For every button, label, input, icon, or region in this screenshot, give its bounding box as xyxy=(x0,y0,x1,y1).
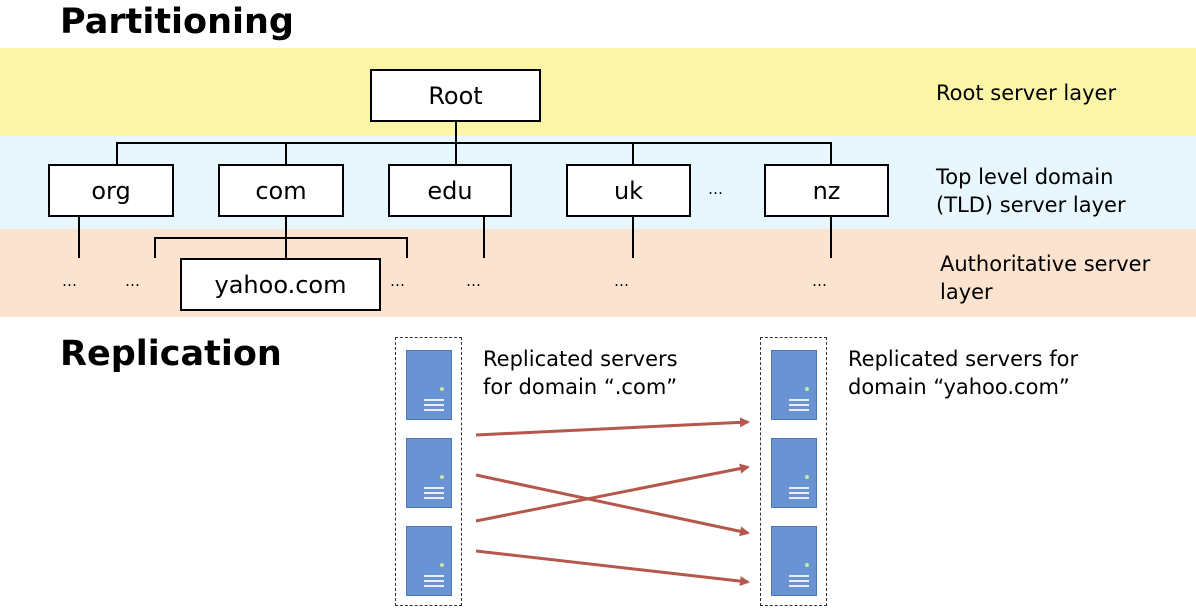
tld-node-edu: edu xyxy=(388,164,512,217)
com-replica-label-line1: Replicated servers xyxy=(483,347,678,371)
partitioning-title: Partitioning xyxy=(60,2,294,42)
replication-arrow xyxy=(475,473,750,537)
tld-node-com: com xyxy=(218,164,344,217)
auth-ellipsis: … xyxy=(466,272,482,290)
nz-child-line xyxy=(830,216,832,258)
tld-node-nz: nz xyxy=(764,164,889,217)
auth-ellipsis: … xyxy=(812,272,828,290)
root-layer-band xyxy=(0,48,1196,136)
tld-bus xyxy=(116,142,830,144)
org-child-line xyxy=(78,216,80,258)
uk-drop xyxy=(632,142,634,164)
nz-drop xyxy=(830,142,832,164)
tld-layer-label-line2: (TLD) server layer xyxy=(936,193,1126,217)
edu-drop xyxy=(455,142,457,164)
yahoo-server-icon xyxy=(771,350,817,420)
auth-ellipsis: … xyxy=(125,272,141,290)
yahoo-replica-label-line2: domain “yahoo.com” xyxy=(848,375,1070,399)
auth-layer-label-line2: layer xyxy=(940,280,993,304)
com-drop xyxy=(285,142,287,164)
uk-child-line xyxy=(632,216,634,258)
replication-arrow xyxy=(475,417,750,437)
com-server-icon xyxy=(406,438,452,508)
tld-node-uk: uk xyxy=(566,164,691,217)
authoritative-node-yahoo: yahoo.com xyxy=(180,258,381,311)
root-layer-label: Root server layer xyxy=(936,81,1117,105)
tld-layer-label-line1: Top level domain xyxy=(936,165,1114,189)
auth-ellipsis: … xyxy=(614,272,630,290)
root-node: Root xyxy=(370,69,541,122)
com-right-child xyxy=(406,237,408,258)
org-drop xyxy=(116,142,118,164)
com-replica-group xyxy=(395,337,462,606)
yahoo-replica-label-line1: Replicated servers for xyxy=(848,347,1079,371)
yahoo-replica-group xyxy=(760,337,827,606)
tld-node-org: org xyxy=(48,164,174,217)
replication-arrow xyxy=(475,463,750,523)
com-left-child xyxy=(154,237,156,258)
tld-gap-ellipsis: … xyxy=(708,180,724,198)
com-server-icon xyxy=(406,526,452,596)
root-stem xyxy=(455,121,457,143)
edu-child-line xyxy=(483,216,485,258)
yahoo-server-icon xyxy=(771,438,817,508)
com-server-icon xyxy=(406,350,452,420)
com-children-bus xyxy=(154,237,408,239)
auth-layer-label-line1: Authoritative server xyxy=(940,252,1151,276)
yahoo-server-icon xyxy=(771,526,817,596)
replication-title: Replication xyxy=(60,334,282,374)
auth-ellipsis: … xyxy=(62,272,78,290)
replication-arrow xyxy=(475,549,750,587)
com-replica-label-line2: for domain “.com” xyxy=(483,375,678,399)
auth-ellipsis: … xyxy=(390,272,406,290)
